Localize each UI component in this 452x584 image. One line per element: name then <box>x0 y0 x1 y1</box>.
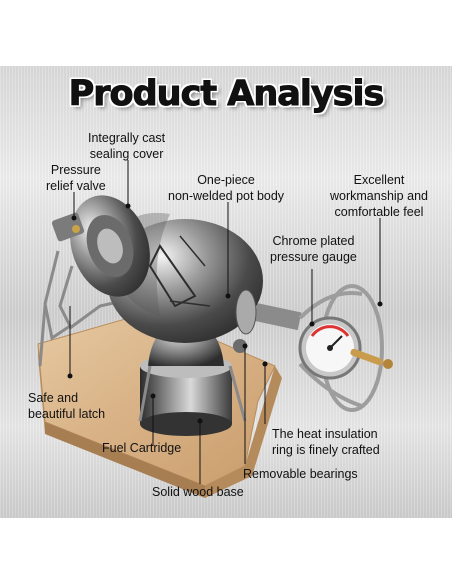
label-insulation: The heat insulation ring is finely craft… <box>272 427 380 457</box>
callout-lines <box>69 160 381 484</box>
callout-dots <box>67 203 383 424</box>
relief-valve <box>51 212 85 242</box>
label-gauge: Chrome plated pressure gauge <box>270 234 357 264</box>
product-photo-panel: Product Analysis Integrally cast sealing… <box>0 66 452 518</box>
label-bearings: Removable bearings <box>243 467 358 481</box>
label-sealing-cover: Integrally cast sealing cover <box>88 131 166 161</box>
shaft <box>233 289 302 353</box>
label-fuel-cartridge: Fuel Cartridge <box>102 441 182 455</box>
bearing-icon <box>233 339 247 353</box>
roaster-illustration <box>37 160 393 498</box>
pressure-gauge <box>298 316 362 380</box>
page-title: Product Analysis <box>68 74 385 115</box>
label-latch: Safe and beautiful latch <box>28 391 106 421</box>
label-pot-body: One-piece non-welded pot body <box>168 173 285 203</box>
sealing-cover <box>70 195 150 297</box>
label-relief-valve: Pressure relief valve <box>46 163 106 193</box>
brass-knob <box>350 348 393 369</box>
label-workmanship: Excellent workmanship and comfortable fe… <box>330 173 428 219</box>
latch-frame <box>38 250 247 422</box>
label-wood-base: Solid wood base <box>152 485 244 499</box>
